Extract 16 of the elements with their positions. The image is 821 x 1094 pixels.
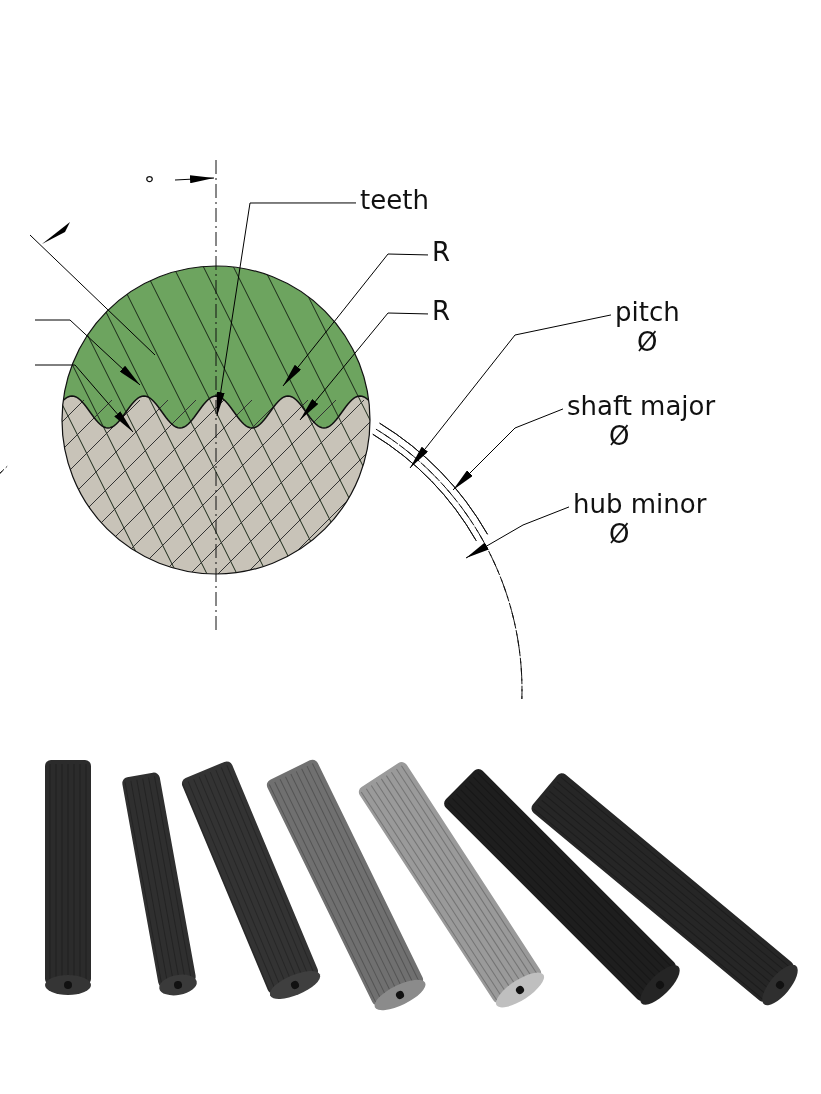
diameter-symbol: Ø — [609, 519, 630, 550]
leader-line — [216, 202, 357, 417]
callout-label: shaft major — [567, 392, 716, 422]
angle-label: ° — [144, 172, 155, 197]
callout-label: teeth — [360, 186, 429, 216]
callout-label: R — [432, 238, 451, 268]
diameter-symbol: Ø — [609, 421, 630, 452]
leader-line — [465, 506, 570, 559]
callout-label: pitch — [615, 298, 680, 328]
callout-label: hub minor — [573, 490, 707, 520]
leader-line — [409, 314, 612, 469]
leader-line — [299, 312, 429, 421]
leader-line — [282, 253, 429, 387]
diameter-symbol: Ø — [637, 327, 658, 358]
leader-line — [452, 408, 564, 491]
callout-label: R — [432, 297, 451, 327]
